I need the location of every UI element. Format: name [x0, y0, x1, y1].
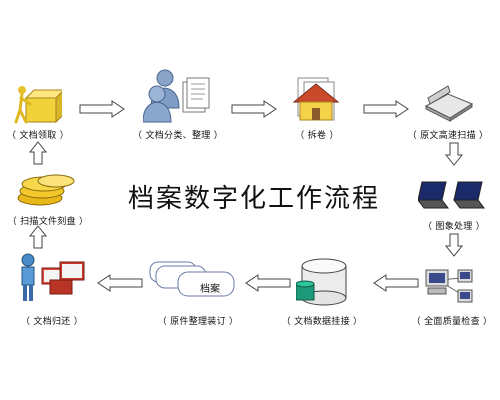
database-cylinder-icon: [295, 258, 352, 308]
arrow-step4-to-step5: [444, 142, 464, 166]
step-label-document-pickup: （ 文档领取 ）: [6, 131, 70, 141]
step-label-return-documents: （ 文档归还 ）: [20, 317, 84, 327]
bound-archive-icon: 档案: [148, 260, 240, 302]
people-documents-icon: [142, 68, 213, 123]
box-worker-icon: [12, 80, 66, 125]
arrow-step9-to-step10: [28, 225, 48, 249]
step-label-classify-organize: （ 文档分类、整理 ）: [132, 131, 224, 141]
arrow-step8-to-step9: [97, 274, 143, 292]
archive-box-text: 档案: [200, 284, 220, 295]
step-label-rebind-originals: （ 原件整理装订 ）: [157, 317, 239, 327]
computer-network-icon: [424, 266, 476, 306]
arrow-step3-to-step4: [363, 100, 409, 118]
step-label-data-attachment: （ 文档数据挂接 ）: [281, 317, 363, 327]
diagram-title: 档案数字化工作流程: [128, 184, 381, 214]
arrow-step7-to-step8: [245, 274, 291, 292]
house-folder-icon: [290, 76, 342, 122]
person-folders-icon: [14, 252, 90, 302]
arrow-step6-to-step7: [373, 274, 419, 292]
step-label-unbind: （ 拆卷 ）: [295, 131, 339, 141]
step-label-image-processing: （ 图象处理 ）: [422, 222, 486, 232]
step-label-high-speed-scan: （ 原文高速扫描 ）: [407, 131, 489, 141]
arrow-step2-to-step3: [231, 100, 277, 118]
arrow-step1-to-step2: [79, 100, 125, 118]
arrow-step10-to-step1: [28, 141, 48, 165]
arrow-step5-to-step6: [444, 233, 464, 257]
scanner-icon: [420, 84, 476, 122]
step-label-burn-disc: （ 扫描文件刻盘 ）: [7, 217, 89, 227]
laptops-icon: [417, 178, 490, 216]
disc-stack-icon: [16, 172, 78, 208]
step-label-quality-check: （ 全面质量检查 ）: [411, 317, 493, 327]
